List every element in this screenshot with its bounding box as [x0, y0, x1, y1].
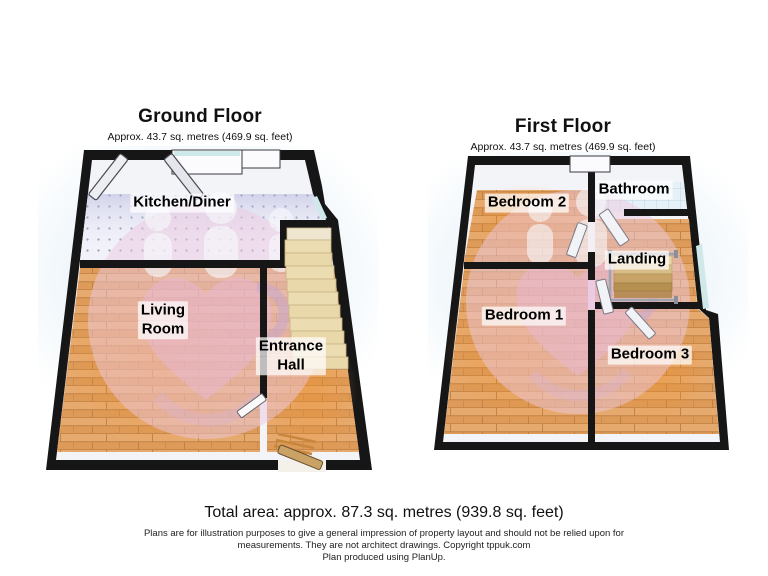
first-floor-title: First Floor [514, 116, 612, 137]
ground-floor-title: Ground Floor [138, 106, 262, 127]
bedroom1-door [595, 278, 614, 315]
french-door-left [88, 153, 128, 201]
first-floor-header: First Floor Approx. 43.7 sq. metres (469… [423, 116, 703, 153]
room-label-bathroom: Bathroom [595, 180, 673, 200]
interior-walls [464, 165, 699, 442]
room-label-landing: Landing [604, 250, 670, 270]
room-label-entrance-hall: Entrance Hall [255, 337, 327, 375]
kitchen-window-glass [174, 151, 240, 156]
total-area-text: Total area: approx. 87.3 sq. metres (939… [204, 504, 564, 521]
disclaimer-line-1: Plans are for illustration purposes to g… [143, 528, 625, 539]
first-floor-area: Approx. 43.7 sq. metres (469.9 sq. feet) [470, 141, 656, 153]
room-label-kitchen-diner: Kitchen/Diner [130, 193, 234, 213]
bedroom3-door [625, 306, 656, 340]
room-label-living-room: Living Room [137, 301, 189, 339]
side-window-glass [312, 196, 327, 220]
ground-floor-area: Approx. 43.7 sq. metres (469.9 sq. feet) [107, 131, 293, 143]
first-floor-drawing [428, 152, 748, 450]
room-label-bedroom-2: Bedroom 2 [484, 193, 570, 213]
front-door [277, 444, 324, 470]
disclaimer-line-3: Plan produced using PlanUp. [322, 552, 446, 563]
kitchen-window-bay-2 [241, 149, 281, 169]
bedroom2-door [566, 222, 588, 258]
room-label-bedroom-1: Bedroom 1 [481, 306, 567, 326]
first-floor-plan: Bedroom 2 Bathroom Landing Bedroom 1 Bed… [428, 152, 748, 462]
room-label-bedroom-3: Bedroom 3 [607, 345, 693, 365]
doors-and-windows [566, 155, 709, 340]
landing-window-glass [696, 244, 709, 309]
bathroom-door [598, 208, 630, 247]
ground-floor-header: Ground Floor Approx. 43.7 sq. metres (46… [60, 106, 340, 143]
ground-floor-plan: Kitchen/Diner Living Room Entrance Hall [38, 146, 378, 476]
doors-and-windows [88, 149, 327, 472]
bedroom2-window-bay [569, 155, 611, 173]
interior-walls [80, 220, 328, 398]
hall-door [236, 393, 267, 418]
ground-floor-drawing [38, 146, 378, 472]
disclaimer-line-2: measurements. They are not architect dra… [237, 540, 531, 551]
